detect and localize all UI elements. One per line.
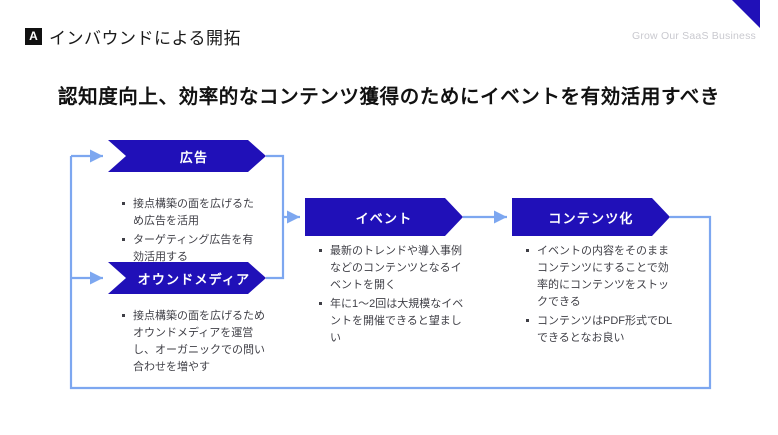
- list-item: 最新のトレンドや導入事例などのコンテンツとなるイベントを開く: [317, 243, 469, 294]
- brand-tagline: Grow Our SaaS Business: [631, 30, 756, 42]
- list-item: イベントの内容をそのままコンテンツにすることで効率的にコンテンツをストックできる: [524, 243, 676, 311]
- list-item: 接点構築の面を広げるためオウンドメディアを運営し、オーガニックでの問い合わせを増…: [120, 308, 268, 376]
- corner-triangle-decoration: [732, 0, 760, 28]
- stage-box-ad[interactable]: 広告: [108, 140, 266, 172]
- page-title: 認知度向上、効率的なコンテンツ獲得のためにイベントを有効活用すべき: [58, 86, 720, 108]
- connector-feedback-loop: [69, 149, 712, 390]
- stage-bullets-owned-media: 接点構築の面を広げるためオウンドメディアを運営し、オーガニックでの問い合わせを増…: [120, 308, 268, 378]
- stage-bullets-event: 最新のトレンドや導入事例などのコンテンツとなるイベントを開く 年に1〜2回は大規…: [317, 243, 469, 349]
- slide-header: A インバウンドによる開拓 Grow Our SaaS Business: [0, 24, 778, 50]
- list-item: コンテンツはPDF形式でDLできるとなお良い: [524, 313, 676, 347]
- stage-box-owned-media[interactable]: オウンドメディア: [108, 262, 266, 294]
- list-item: 接点構築の面を広げるため広告を活用: [120, 196, 262, 230]
- list-item: 年に1〜2回は大規模なイベントを開催できると望ましい: [317, 296, 469, 347]
- connector-left-to-event: [266, 154, 300, 280]
- stage-bullets-content: イベントの内容をそのままコンテンツにすることで効率的にコンテンツをストックできる…: [524, 243, 676, 349]
- logo-badge-icon: A: [25, 28, 42, 45]
- header-title: インバウンドによる開拓: [49, 29, 241, 48]
- list-item: ターゲティング広告を有効活用する: [120, 232, 262, 266]
- stage-bullets-ad: 接点構築の面を広げるため広告を活用 ターゲティング広告を有効活用する: [120, 196, 262, 268]
- stage-box-event[interactable]: イベント: [305, 198, 463, 236]
- stage-box-content[interactable]: コンテンツ化: [512, 198, 670, 236]
